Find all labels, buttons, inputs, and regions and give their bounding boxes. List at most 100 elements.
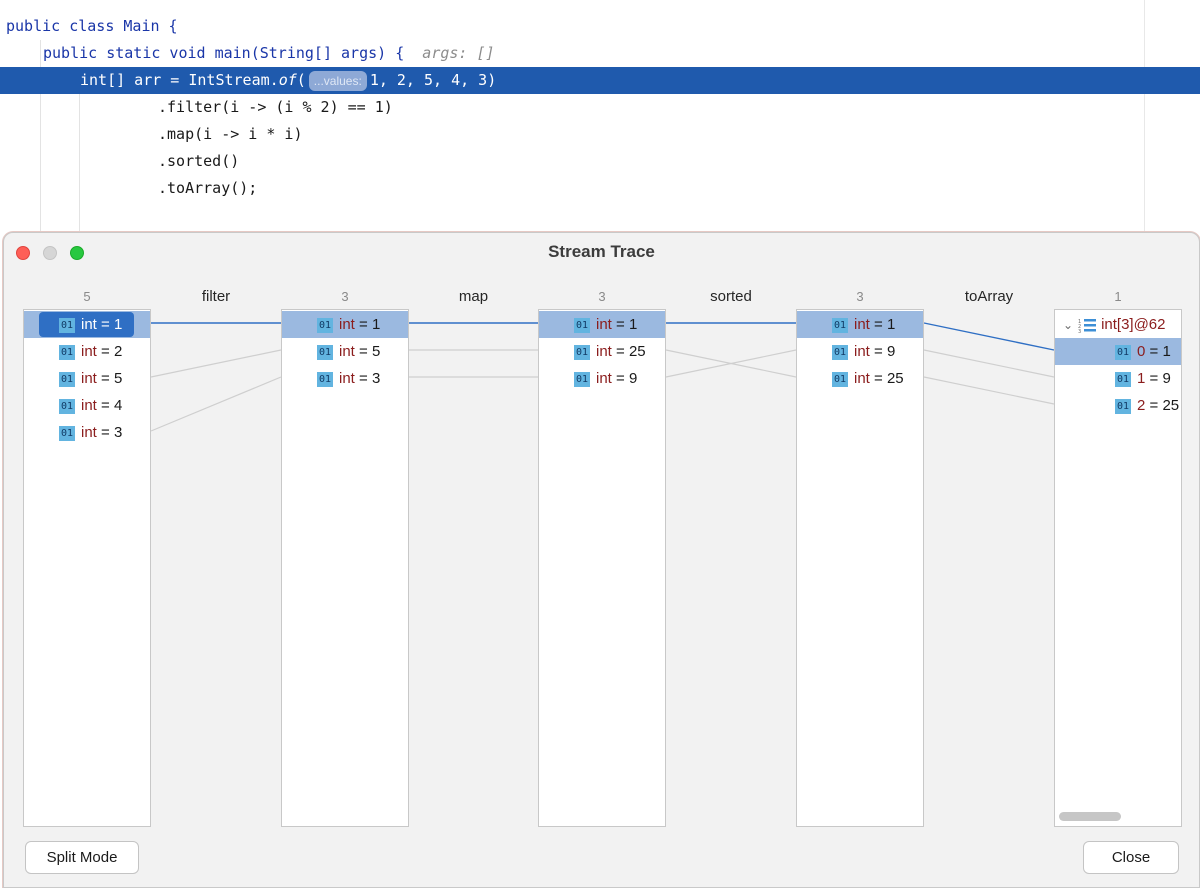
close-button[interactable]: Close [1083,841,1179,874]
code-text: .filter(i -> (i % 2) == 1) [158,98,393,116]
code-line-2[interactable]: public static void main(String[] args) {… [0,40,1200,67]
row-name: int [596,343,612,360]
code-editor[interactable]: public class Main { public static void m… [0,0,1200,236]
svg-text:2: 2 [1078,324,1081,330]
code-text: .toArray(); [158,179,258,197]
split-mode-button[interactable]: Split Mode [25,841,139,874]
row-value: 25 [628,343,646,360]
row-name: int [81,343,97,360]
right-margin-line [1144,0,1145,236]
dialog-titlebar[interactable]: Stream Trace [4,233,1199,271]
int-type-icon: 01 [317,344,333,360]
svg-text:1: 1 [1078,319,1081,325]
column-count: 1 [1114,289,1122,304]
column-count: 3 [341,289,349,304]
indent-guide [79,94,80,236]
column-count: 3 [856,289,864,304]
window-maximize-icon[interactable] [70,246,84,260]
int-type-icon: 01 [832,344,848,360]
svg-text:3: 3 [1078,329,1081,333]
code-text: public class Main { [6,17,178,35]
code-text: int[] arr = IntStream. [80,71,279,89]
trace-link [150,349,282,378]
row-value: 25 [886,370,904,387]
array-root-label: int[3]@62 [1101,316,1166,333]
int-type-icon: 01 [1115,344,1131,360]
code-text: ( [296,71,306,89]
row-value: 9 [1162,370,1171,387]
result-row[interactable]: 01 1 = 9 [1055,365,1181,392]
code-line-6[interactable]: .sorted() [0,148,1200,175]
row-name: int [339,370,355,387]
row-value: 1 [113,316,123,333]
int-type-icon: 01 [59,398,75,414]
int-type-icon: 01 [59,344,75,360]
row-eq: = [869,370,887,387]
column-count: 3 [598,289,606,304]
int-type-icon: 01 [832,317,848,333]
operation-map: map [458,288,489,305]
horizontal-scrollbar[interactable] [1059,812,1121,821]
row-name: 2 [1137,397,1146,414]
operation-sorted: sorted [710,288,752,305]
row-eq: = [611,343,629,360]
window-close-icon[interactable] [16,246,30,260]
row-value: 2 [113,343,123,360]
inlay-hint: args: [] [422,44,495,62]
window-minimize-icon[interactable] [43,246,57,260]
operation-toArray: toArray [964,288,1014,305]
row-name: 1 [1137,370,1146,387]
row-value: 25 [1162,397,1180,414]
code-line-1[interactable]: public class Main { [0,13,1200,40]
code-line-3-current[interactable]: int[] arr = IntStream.of(...values:1, 2,… [0,67,1200,94]
row-eq: = [1145,397,1163,414]
int-type-icon: 01 [574,344,590,360]
row-eq: = [96,316,114,333]
code-line-5[interactable]: .map(i -> i * i) [0,121,1200,148]
row-eq: = [354,343,372,360]
row-name: int [596,316,612,333]
code-text: .map(i -> i * i) [158,125,303,143]
row-name: 0 [1137,343,1146,360]
row-eq: = [1145,370,1163,387]
row-name: int [854,343,870,360]
row-eq: = [354,316,372,333]
code-line-7[interactable]: .toArray(); [0,175,1200,202]
trace-row[interactable]: 01 int = 25 [539,338,665,365]
code-line-4[interactable]: .filter(i -> (i % 2) == 1) [0,94,1200,121]
row-name: int [854,370,870,387]
row-name: int [854,316,870,333]
int-type-icon: 01 [1115,371,1131,387]
row-eq: = [96,397,114,414]
row-value: 9 [886,343,896,360]
stream-trace-dialog: Stream Trace 5 3 3 3 1 filter map sorted… [3,232,1200,888]
row-value: 1 [371,316,381,333]
trace-link [665,349,797,378]
row-name: int [81,370,97,387]
chevron-down-icon[interactable]: ⌄ [1063,318,1074,332]
row-eq: = [96,370,114,387]
int-type-icon: 01 [59,425,75,441]
trace-link [923,349,1055,378]
